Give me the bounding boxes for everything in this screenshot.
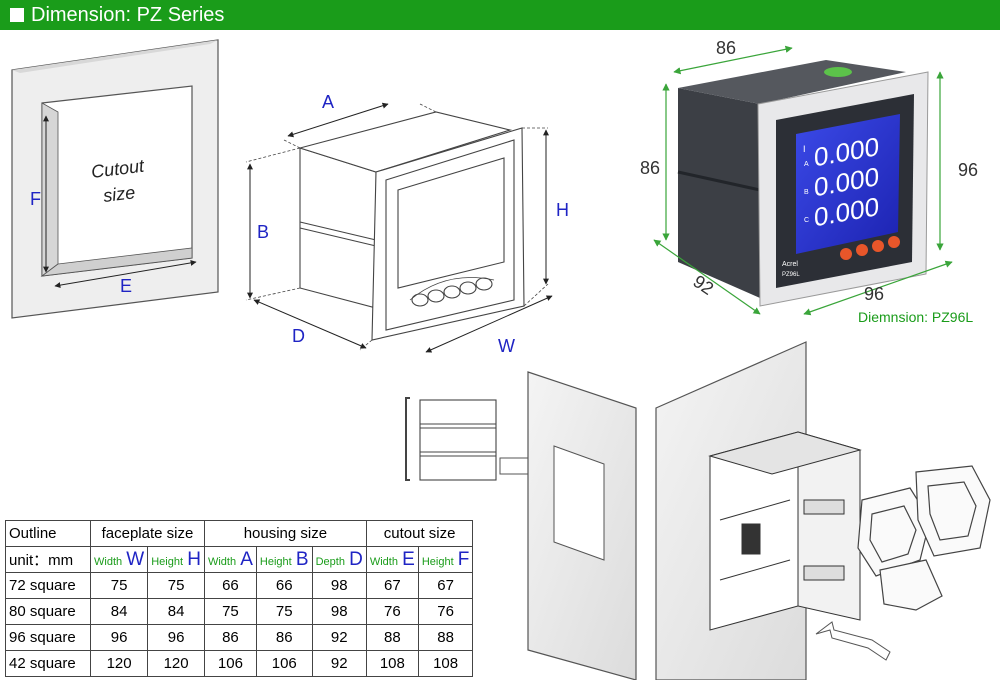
table-unit-label: unit：mm [5, 546, 91, 573]
table-cell: 75 [89, 572, 149, 599]
table-cell: 106 [203, 650, 257, 677]
cutout-label-e: E [120, 276, 132, 296]
faceplate-buttons [411, 277, 493, 307]
housing-label-w: W [498, 336, 515, 356]
table-header-faceplate: faceplate size [90, 520, 205, 547]
installation-meter-side [405, 397, 497, 481]
housing-side [299, 147, 377, 309]
table-cell: 76 [417, 598, 474, 625]
mounting-clips [857, 465, 991, 611]
meter-model: PZ96L [782, 272, 800, 278]
table-cell: 92 [311, 650, 367, 677]
table-col-header: Width A [203, 546, 257, 573]
table-cell: 66 [255, 572, 313, 599]
table-cell: 98 [311, 598, 367, 625]
table-cell: 84 [147, 598, 205, 625]
table-cell: 108 [417, 650, 474, 677]
table-col-header: Width W [89, 546, 149, 573]
housing-label-b: B [257, 222, 269, 242]
table-cell: 92 [311, 624, 367, 651]
table-cell: 67 [417, 572, 474, 599]
table-col-header: Width E [365, 546, 419, 573]
cutout-label-f: F [30, 189, 41, 209]
table-col-header: Height B [255, 546, 313, 573]
table-col-header: Height H [147, 546, 205, 573]
table-row: 42 square 120 120 106 106 92 108 108 [5, 650, 474, 677]
table-row: 80 square 84 84 75 75 98 76 76 [5, 598, 474, 625]
installed-meter [708, 431, 862, 631]
table-row-label: 72 square [5, 572, 91, 599]
cutout-left-inner [41, 102, 59, 277]
square-bullet-icon [10, 8, 24, 22]
table-cell: 75 [255, 598, 313, 625]
meter-buttons [840, 236, 900, 260]
table-cell: 66 [203, 572, 257, 599]
table-header-row: Outline faceplate size housing size cuto… [5, 520, 474, 547]
panel-top-edge [12, 40, 218, 73]
table-row-label: 42 square [5, 650, 91, 677]
table-cell: 86 [255, 624, 313, 651]
table-cell: 96 [89, 624, 149, 651]
table-header-outline: Outline [5, 520, 91, 547]
table-cell: 86 [203, 624, 257, 651]
table-row-label: 96 square [5, 624, 91, 651]
cutout-frame-drawing [11, 39, 219, 319]
section-title: Dimension: PZ Series [31, 4, 225, 26]
lcd-phase-a: A [804, 161, 809, 168]
housing-drawing [298, 111, 525, 341]
photo-caption: Diemnsion: PZ96L [858, 309, 973, 325]
table-cell: 88 [365, 624, 419, 651]
table-cell: 75 [203, 598, 257, 625]
cutout-opening [41, 85, 193, 277]
table-cell: 120 [147, 650, 205, 677]
dimension-table: Outline faceplate size housing size cuto… [5, 520, 474, 677]
table-cell: 98 [311, 572, 367, 599]
meter-housing-side [678, 88, 760, 298]
photo-dim-top: 86 [716, 38, 736, 58]
housing-groove-2 [299, 227, 377, 247]
table-cell: 96 [147, 624, 205, 651]
cutout-text-line2: size [102, 182, 136, 206]
meter-photo [677, 60, 929, 307]
table-row: 96 square 96 96 86 86 92 88 88 [5, 624, 474, 651]
table-header-cutout: cutout size [365, 520, 474, 547]
section-header: Dimension: PZ Series [0, 0, 1000, 30]
photo-dim-right: 96 [958, 160, 978, 180]
meter-top-label [824, 67, 852, 77]
photo-dimension-lines [653, 45, 953, 316]
table-cell: 106 [255, 650, 313, 677]
photo-dim-left: 86 [640, 158, 660, 178]
housing-groove [299, 221, 377, 241]
clip-push-arrow-icon [815, 621, 891, 661]
table-cell: 75 [147, 572, 205, 599]
housing-dimension-lines [247, 102, 553, 353]
table-col-header: Height F [417, 546, 474, 573]
lcd-phase-c: C [804, 217, 809, 224]
faceplate-window [397, 157, 505, 289]
table-cell: 88 [417, 624, 474, 651]
table-subheader-row: unit：mm Width W Height H Width A Height … [5, 546, 474, 573]
lcd-phase-b: B [804, 189, 809, 196]
housing-label-d: D [292, 326, 305, 346]
table-col-header: Depth D [311, 546, 367, 573]
dimension-e-line [54, 259, 197, 289]
table-cell: 120 [89, 650, 149, 677]
photo-dim-width: 96 [864, 284, 884, 304]
panel-cutout-hole [553, 445, 605, 561]
meter-brand: Acrel [782, 261, 798, 268]
table-cell: 67 [365, 572, 419, 599]
housing-top [298, 111, 513, 173]
table-cell: 76 [365, 598, 419, 625]
table-header-housing: housing size [203, 520, 367, 547]
installation-drawing [405, 341, 991, 680]
lcd-indicator-i: I [803, 144, 806, 154]
housing-label-a: A [322, 92, 334, 112]
table-row-label: 80 square [5, 598, 91, 625]
meter-lcd [796, 114, 900, 254]
table-cell: 108 [365, 650, 419, 677]
housing-label-h: H [556, 200, 569, 220]
table-cell: 84 [89, 598, 149, 625]
table-row: 72 square 75 75 66 66 98 67 67 [5, 572, 474, 599]
